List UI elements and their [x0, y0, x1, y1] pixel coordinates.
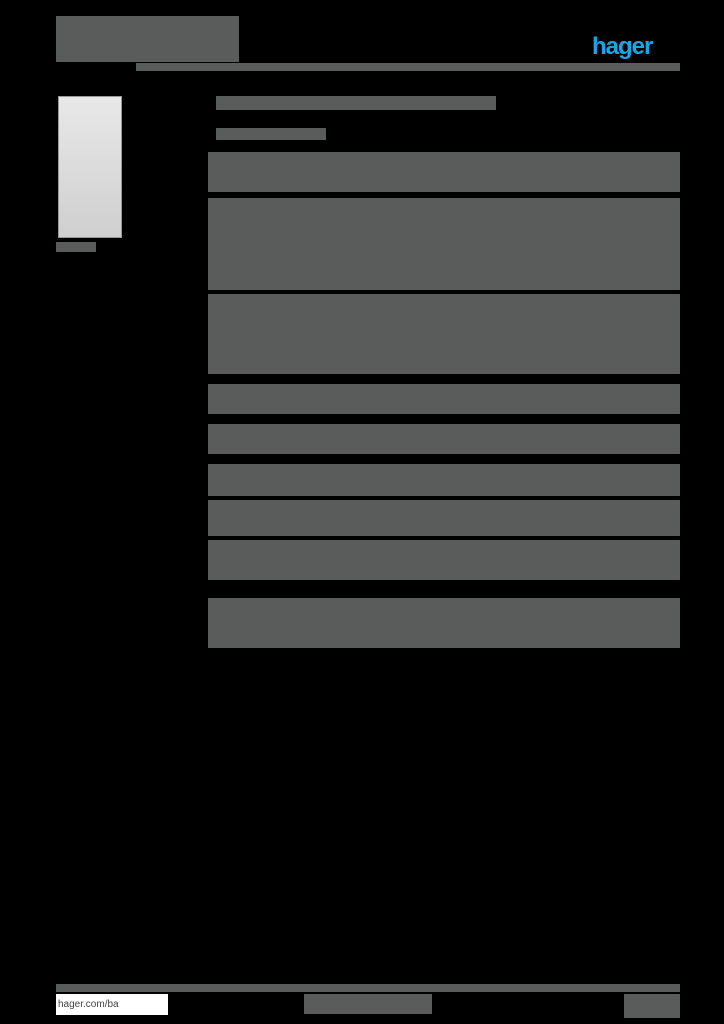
main-subheading: [216, 128, 326, 140]
spec-section-6: [208, 464, 680, 496]
spec-section-8: [208, 540, 680, 580]
footer-rule: [56, 984, 680, 992]
header-title-block: [56, 16, 239, 62]
spec-section-4: [208, 384, 680, 414]
spec-section-3: [208, 294, 680, 374]
image-caption: [56, 242, 96, 252]
footer-center-text: [304, 994, 432, 1014]
spec-section-7: [208, 500, 680, 536]
header-rule: [136, 63, 680, 71]
spec-section-9: [208, 598, 680, 648]
main-heading: [216, 96, 496, 110]
product-image: [58, 96, 122, 238]
spec-section-5: [208, 424, 680, 454]
spec-section-2: [208, 198, 680, 290]
footer-page-info: [624, 994, 680, 1018]
spec-section-1: [208, 152, 680, 192]
hager-logo: hager: [592, 33, 653, 60]
website-link[interactable]: hager.com/ba: [56, 994, 168, 1015]
